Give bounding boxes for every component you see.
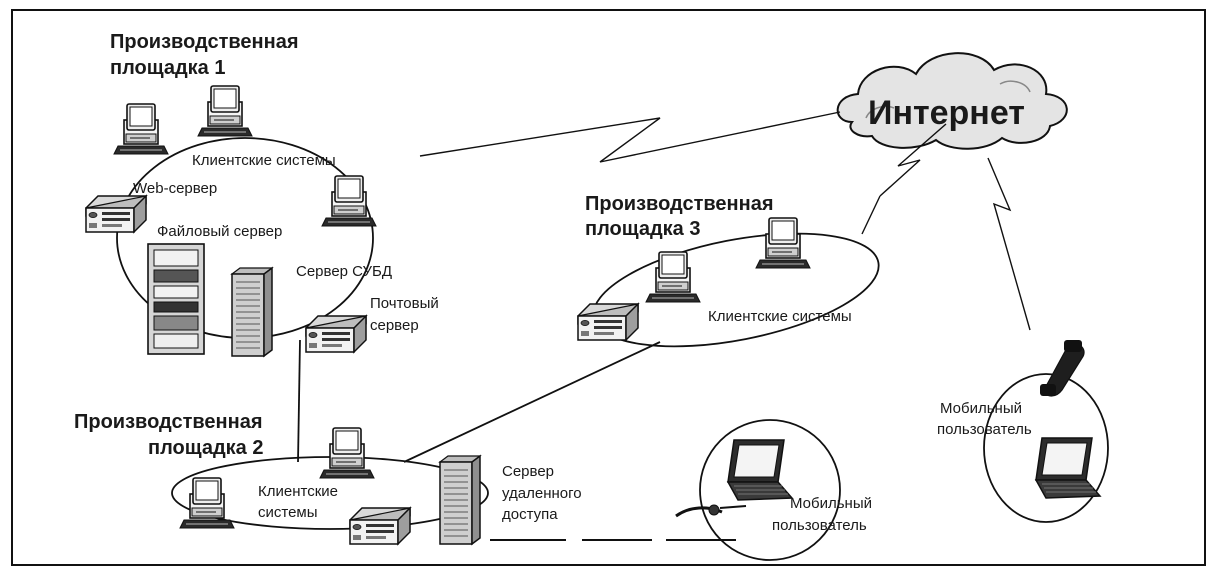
monitor-icon bbox=[755, 217, 811, 269]
phone-handset-icon bbox=[1040, 340, 1085, 397]
file-server-label: Файловый сервер bbox=[157, 223, 282, 240]
site-2-title-line1: Производственная bbox=[74, 411, 263, 433]
site-3-title-line2: площадка 3 bbox=[585, 218, 701, 240]
site-3-title-line1: Производственная bbox=[585, 193, 774, 215]
lightning-link-icon bbox=[879, 123, 947, 197]
ras-label-line3: доступа bbox=[502, 506, 558, 523]
site-3-clients-label: Клиентские системы bbox=[708, 308, 852, 325]
site-1-title-line2: площадка 1 bbox=[110, 57, 226, 79]
laptop-icon bbox=[1035, 437, 1101, 499]
desktop-server-icon bbox=[85, 195, 147, 233]
monitor-icon bbox=[645, 251, 701, 303]
site-2: Производственная площадка 2 Клиентские с… bbox=[74, 411, 582, 545]
site-2-clients-label-line1: Клиентские bbox=[258, 483, 338, 500]
monitor-icon bbox=[321, 175, 377, 227]
dbms-server-label: Сервер СУБД bbox=[296, 263, 392, 280]
mail-server-label-line2: сервер bbox=[370, 317, 419, 334]
site1-site2-link bbox=[297, 339, 301, 463]
mobile-user-ring bbox=[699, 419, 841, 561]
lightning-link-icon bbox=[987, 157, 1031, 331]
site-2-title-line2: площадка 2 bbox=[148, 437, 264, 459]
laptop-icon bbox=[727, 439, 793, 501]
server-rack-icon bbox=[147, 243, 205, 355]
modem-plug-icon bbox=[675, 504, 747, 518]
mobile-user-cellular-line2: пользователь bbox=[937, 421, 1032, 438]
lightning-link-icon bbox=[419, 111, 841, 163]
ras-label-line1: Сервер bbox=[502, 463, 554, 480]
mobile-user-dialup: Мобильный пользователь bbox=[675, 419, 872, 561]
mobile-user-cellular-line1: Мобильный bbox=[940, 400, 1022, 417]
site-2-clients-label-line2: системы bbox=[258, 504, 318, 521]
mobile-user-dialup-line1: Мобильный bbox=[790, 495, 872, 512]
desktop-server-icon bbox=[577, 303, 639, 341]
monitor-icon bbox=[319, 427, 375, 479]
site2-site3-link bbox=[403, 341, 661, 463]
tower-server-icon bbox=[231, 267, 273, 357]
cloud-icon: Интернет bbox=[836, 52, 1068, 150]
internet-label: Интернет bbox=[868, 94, 1025, 132]
monitor-icon bbox=[179, 477, 235, 529]
desktop-server-icon bbox=[349, 507, 411, 545]
tower-server-icon bbox=[439, 455, 481, 545]
mobile-user-dialup-line2: пользователь bbox=[772, 517, 867, 534]
diagram-frame bbox=[11, 9, 1206, 566]
monitor-icon bbox=[113, 103, 169, 155]
lightning-link-tail bbox=[861, 195, 881, 235]
site-1-clients-label: Клиентские системы bbox=[192, 152, 336, 169]
mobile-user-ring bbox=[983, 373, 1109, 523]
mail-server-label-line1: Почтовый bbox=[370, 295, 439, 312]
web-server-label: Web-сервер bbox=[133, 180, 217, 197]
site-1: Производственная площадка 1 Клиентские с… bbox=[85, 31, 439, 357]
desktop-server-icon bbox=[305, 315, 367, 353]
ras-label-line2: удаленного bbox=[502, 485, 582, 502]
site-1-title-line1: Производственная bbox=[110, 31, 299, 53]
site-3: Производственная площадка 3 Клиентские с… bbox=[577, 193, 880, 348]
monitor-icon bbox=[197, 85, 253, 137]
mobile-user-cellular: Мобильный пользователь bbox=[937, 340, 1109, 523]
